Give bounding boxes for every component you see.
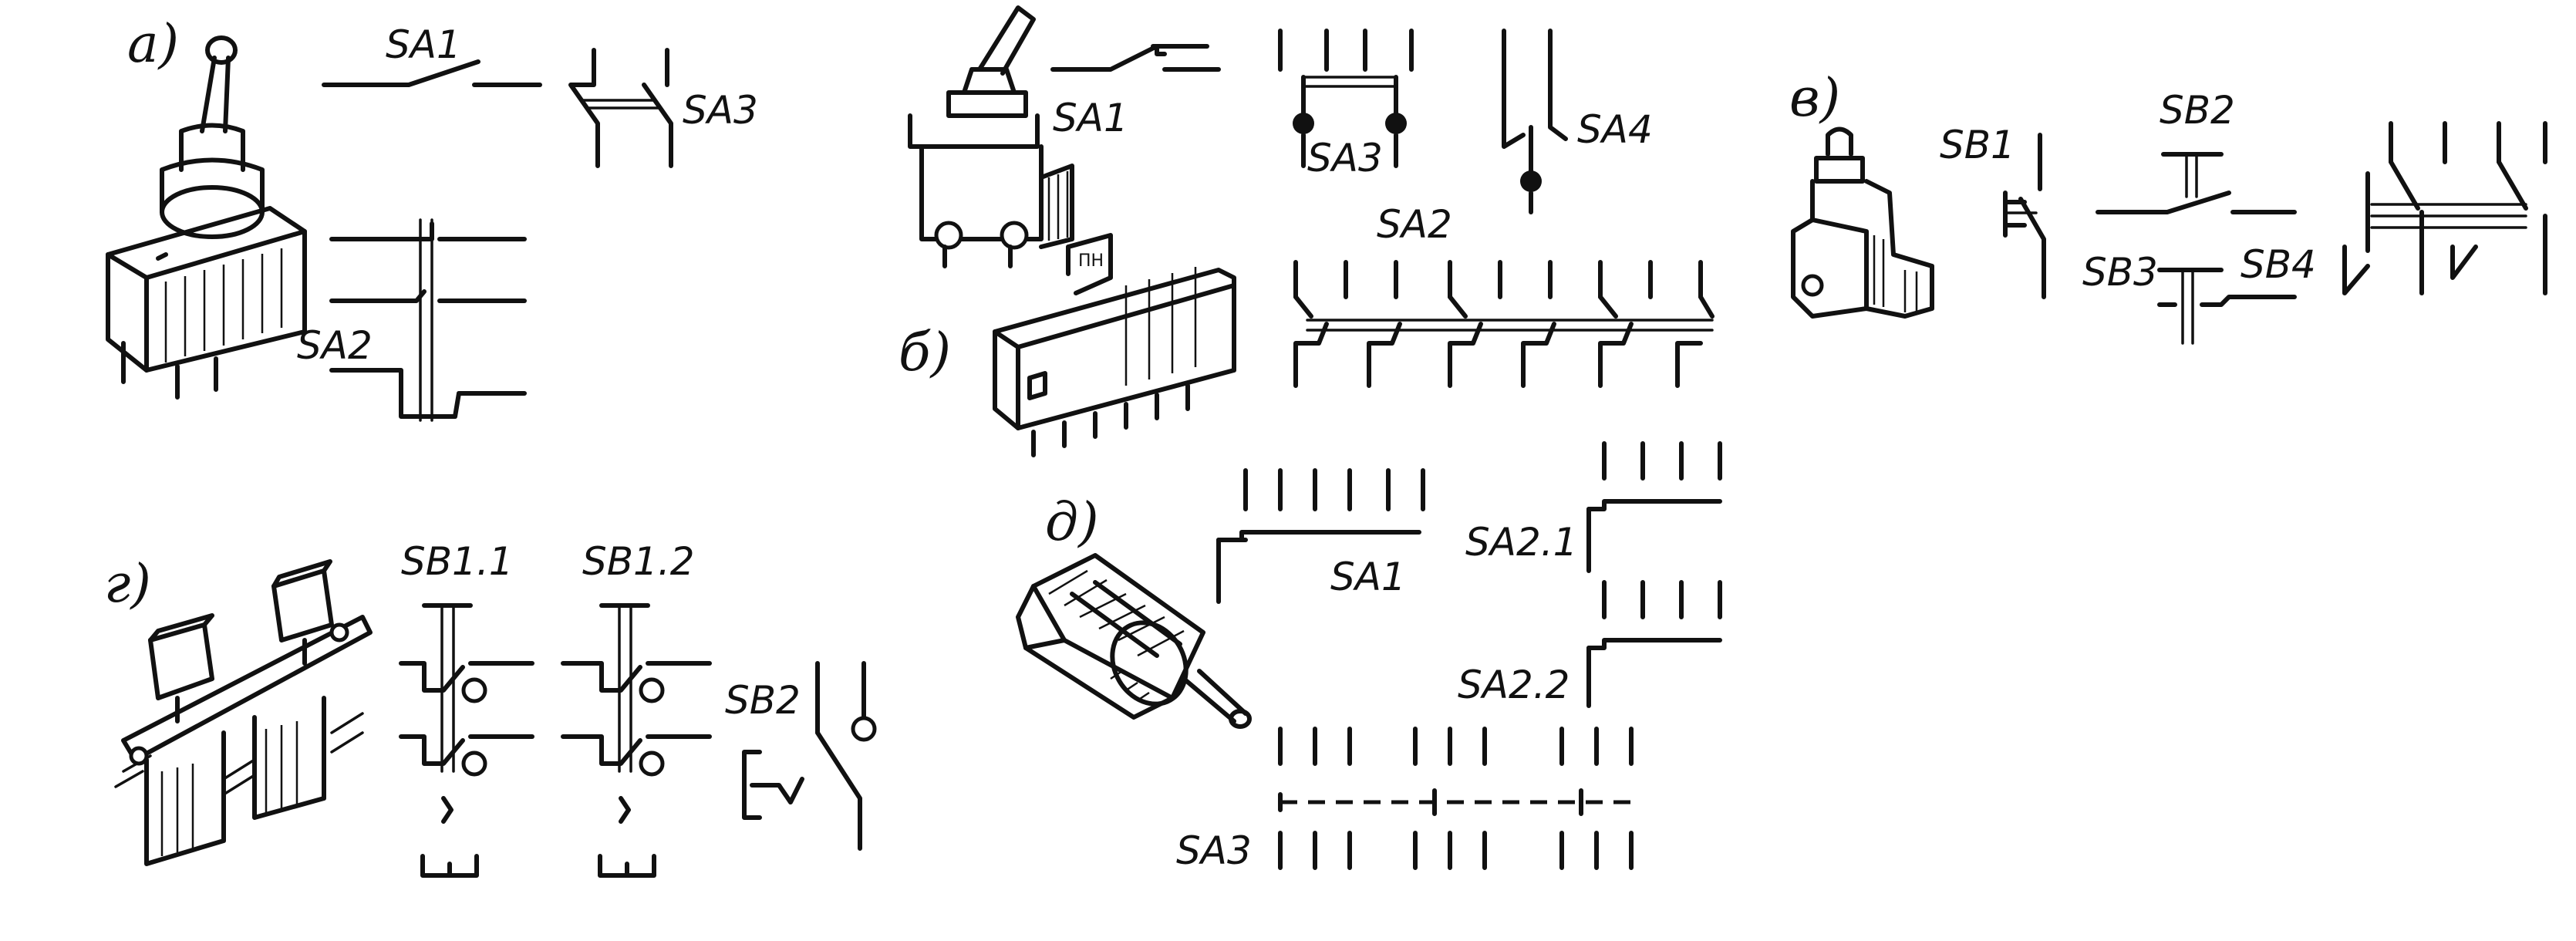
b-sa3-label: SA3: [1307, 136, 1383, 180]
panel-v-tag: в): [1789, 68, 1840, 129]
micro-switch-illustration: [908, 5, 1074, 268]
g-sb11-symbol: [399, 603, 534, 878]
g-sb11-label: SB1.1: [401, 539, 514, 584]
rotary-switch-illustration: [1016, 553, 1252, 729]
b-sa4-label: SA4: [1577, 107, 1653, 152]
g-sb2-label: SB2: [725, 678, 801, 723]
panel-b: б) ПН: [899, 5, 1715, 457]
v-sb3-symbol: [2157, 268, 2297, 345]
b-sa1-symbol: [1050, 44, 1221, 72]
panel-g-tag: г): [104, 554, 151, 615]
b-sa2-label: SA2: [1377, 202, 1452, 247]
b-sa4-symbol: [1502, 29, 1568, 214]
a-sa3-label: SA3: [683, 88, 758, 133]
g-sb12-label: SB1.2: [582, 539, 695, 584]
b-sa3-symbol: [1278, 29, 1414, 168]
v-sb1-label: SB1: [1940, 123, 2015, 167]
a-sa2-symbol: [329, 218, 527, 422]
a-sa1-label: SA1: [386, 22, 461, 67]
d-sa22-symbol: [1586, 580, 1722, 708]
b-sa2-symbol: [1293, 260, 1715, 388]
toggle-switch-illustration: [106, 35, 307, 400]
d-sa1-label: SA1: [1330, 555, 1406, 599]
d-sa21-label: SA2.1: [1465, 520, 1577, 565]
panel-v: в) SB1 SB2 SB3: [1789, 68, 2547, 345]
v-sb2-label: SB2: [2160, 88, 2235, 133]
d-sa21-symbol: [1586, 441, 1722, 573]
a-sa2-label: SA2: [297, 323, 373, 368]
v-sb4-symbol: [2342, 121, 2547, 295]
d-sa3-label: SA3: [1176, 828, 1252, 873]
d-sa1-symbol: [1216, 468, 1425, 604]
a-sa3-symbol: [568, 48, 673, 168]
panel-g: г) SB1.1: [104, 539, 877, 878]
slide-switch-illustration: ПН: [993, 233, 1236, 457]
a-sa1-symbol: [322, 59, 542, 87]
d-sa3-symbol: [1278, 727, 1635, 870]
v-sb1-symbol: [2003, 133, 2046, 299]
panel-a: а) SA1 SA3: [106, 14, 758, 422]
b-sa1-label: SA1: [1053, 96, 1128, 140]
v-sb3-label: SB3: [2082, 250, 2158, 295]
panel-d: д) SA1 SA2.1 SA2.2: [1016, 441, 1722, 873]
slide-switch-marking: ПН: [1078, 251, 1104, 271]
g-sb2-symbol: [742, 661, 877, 851]
panel-d-tag: д): [1045, 492, 1099, 553]
g-sb12-symbol: [561, 603, 712, 878]
d-sa22-label: SA2.2: [1458, 663, 1570, 707]
double-pushbutton-illustration: [114, 559, 373, 866]
panel-b-tag: б): [899, 322, 951, 383]
v-sb4-label: SB4: [2241, 242, 2316, 287]
v-sb2-symbol: [2096, 152, 2297, 214]
push-button-illustration: [1791, 126, 1934, 319]
panel-a-tag: а): [127, 14, 179, 75]
